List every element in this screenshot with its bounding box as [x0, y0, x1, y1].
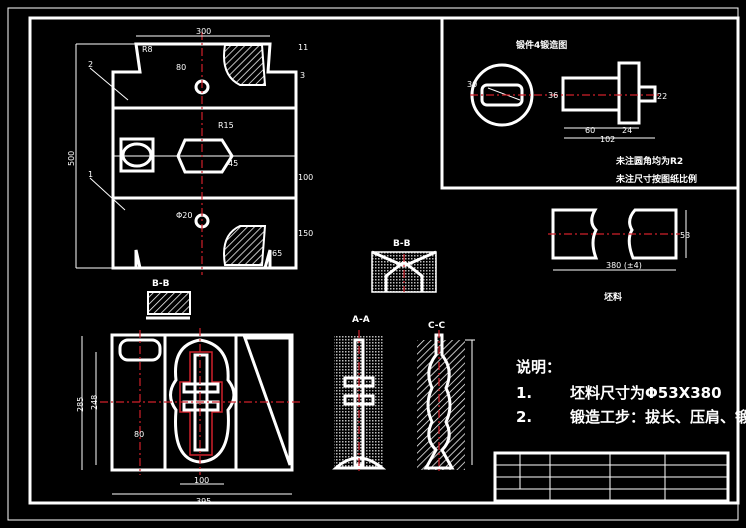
- part-label-1: 1: [88, 170, 93, 179]
- dim-11: 11: [298, 43, 308, 52]
- blank-label: 坯料: [604, 291, 622, 303]
- dim-65: 65: [272, 249, 282, 258]
- dim-36: 36: [548, 91, 558, 100]
- inset-title: 锻件4锻造图: [516, 39, 567, 51]
- dim-r15: R15: [218, 121, 234, 130]
- section-a: A-A: [332, 315, 387, 472]
- dim-r8: R8: [142, 45, 153, 54]
- technical-notes: 说明： 1. 坯料尺寸为Φ53X380 2. 锻造工步：拔长、压肩、锻: [516, 358, 746, 426]
- dim-30: 30: [467, 80, 477, 89]
- plan-view: 395 100 285 248 80: [76, 328, 300, 506]
- note-2-text: 锻造工步：拔长、压肩、锻: [570, 408, 746, 426]
- drawing-border: [28, 16, 740, 505]
- inset-note-1: 未注圆角均为R2: [615, 155, 683, 167]
- dim-100: 100: [298, 173, 313, 182]
- section-a-label: A-A: [352, 315, 370, 325]
- inset-frame: [440, 16, 740, 190]
- note-1-number: 1.: [516, 384, 532, 402]
- dim-150: 150: [298, 229, 313, 238]
- section-b: B-B: [371, 239, 437, 293]
- part-label-2: 2: [88, 60, 93, 69]
- dim-22: 22: [657, 92, 667, 101]
- dim-3: 3: [300, 71, 305, 80]
- dim-248: 248: [90, 395, 99, 410]
- dim-395: 395: [196, 497, 211, 506]
- title-block: [493, 451, 730, 503]
- main-die-view: 300 500 80 R8 R15 45 100 150 65 Φ20 11 3…: [67, 27, 313, 275]
- dim-102: 102: [600, 135, 615, 144]
- dim-80: 80: [176, 63, 186, 72]
- dim-45: 45: [228, 159, 238, 168]
- dim-80-plan: 80: [134, 430, 144, 439]
- note-1-text: 坯料尺寸为Φ53X380: [570, 384, 722, 402]
- note-2-number: 2.: [516, 408, 532, 426]
- dim-285: 285: [76, 397, 85, 412]
- section-label: B-B: [152, 279, 170, 289]
- section-c: C-C: [417, 321, 475, 472]
- dim-100-plan: 100: [194, 476, 209, 485]
- dim-53: 53: [680, 231, 690, 240]
- inset-forging-drawing: 锻件4锻造图 30 36 22 60 24 102 未注圆角均为R2 未注尺寸按…: [467, 39, 697, 185]
- section-b-label: B-B: [393, 239, 411, 249]
- notes-title: 说明：: [516, 358, 561, 376]
- dim-380: 380 (±4): [606, 261, 642, 270]
- blank-drawing: 380 (±4) 53 坯料: [548, 208, 690, 303]
- dim-500: 500: [67, 151, 76, 166]
- dim-24: 24: [622, 126, 632, 135]
- dim-20: Φ20: [176, 211, 192, 220]
- dim-60: 60: [585, 126, 595, 135]
- small-section: B-B: [146, 279, 191, 320]
- dim-300: 300: [196, 27, 211, 36]
- inset-note-2: 未注尺寸按图纸比例: [615, 173, 697, 185]
- section-c-label: C-C: [428, 321, 446, 331]
